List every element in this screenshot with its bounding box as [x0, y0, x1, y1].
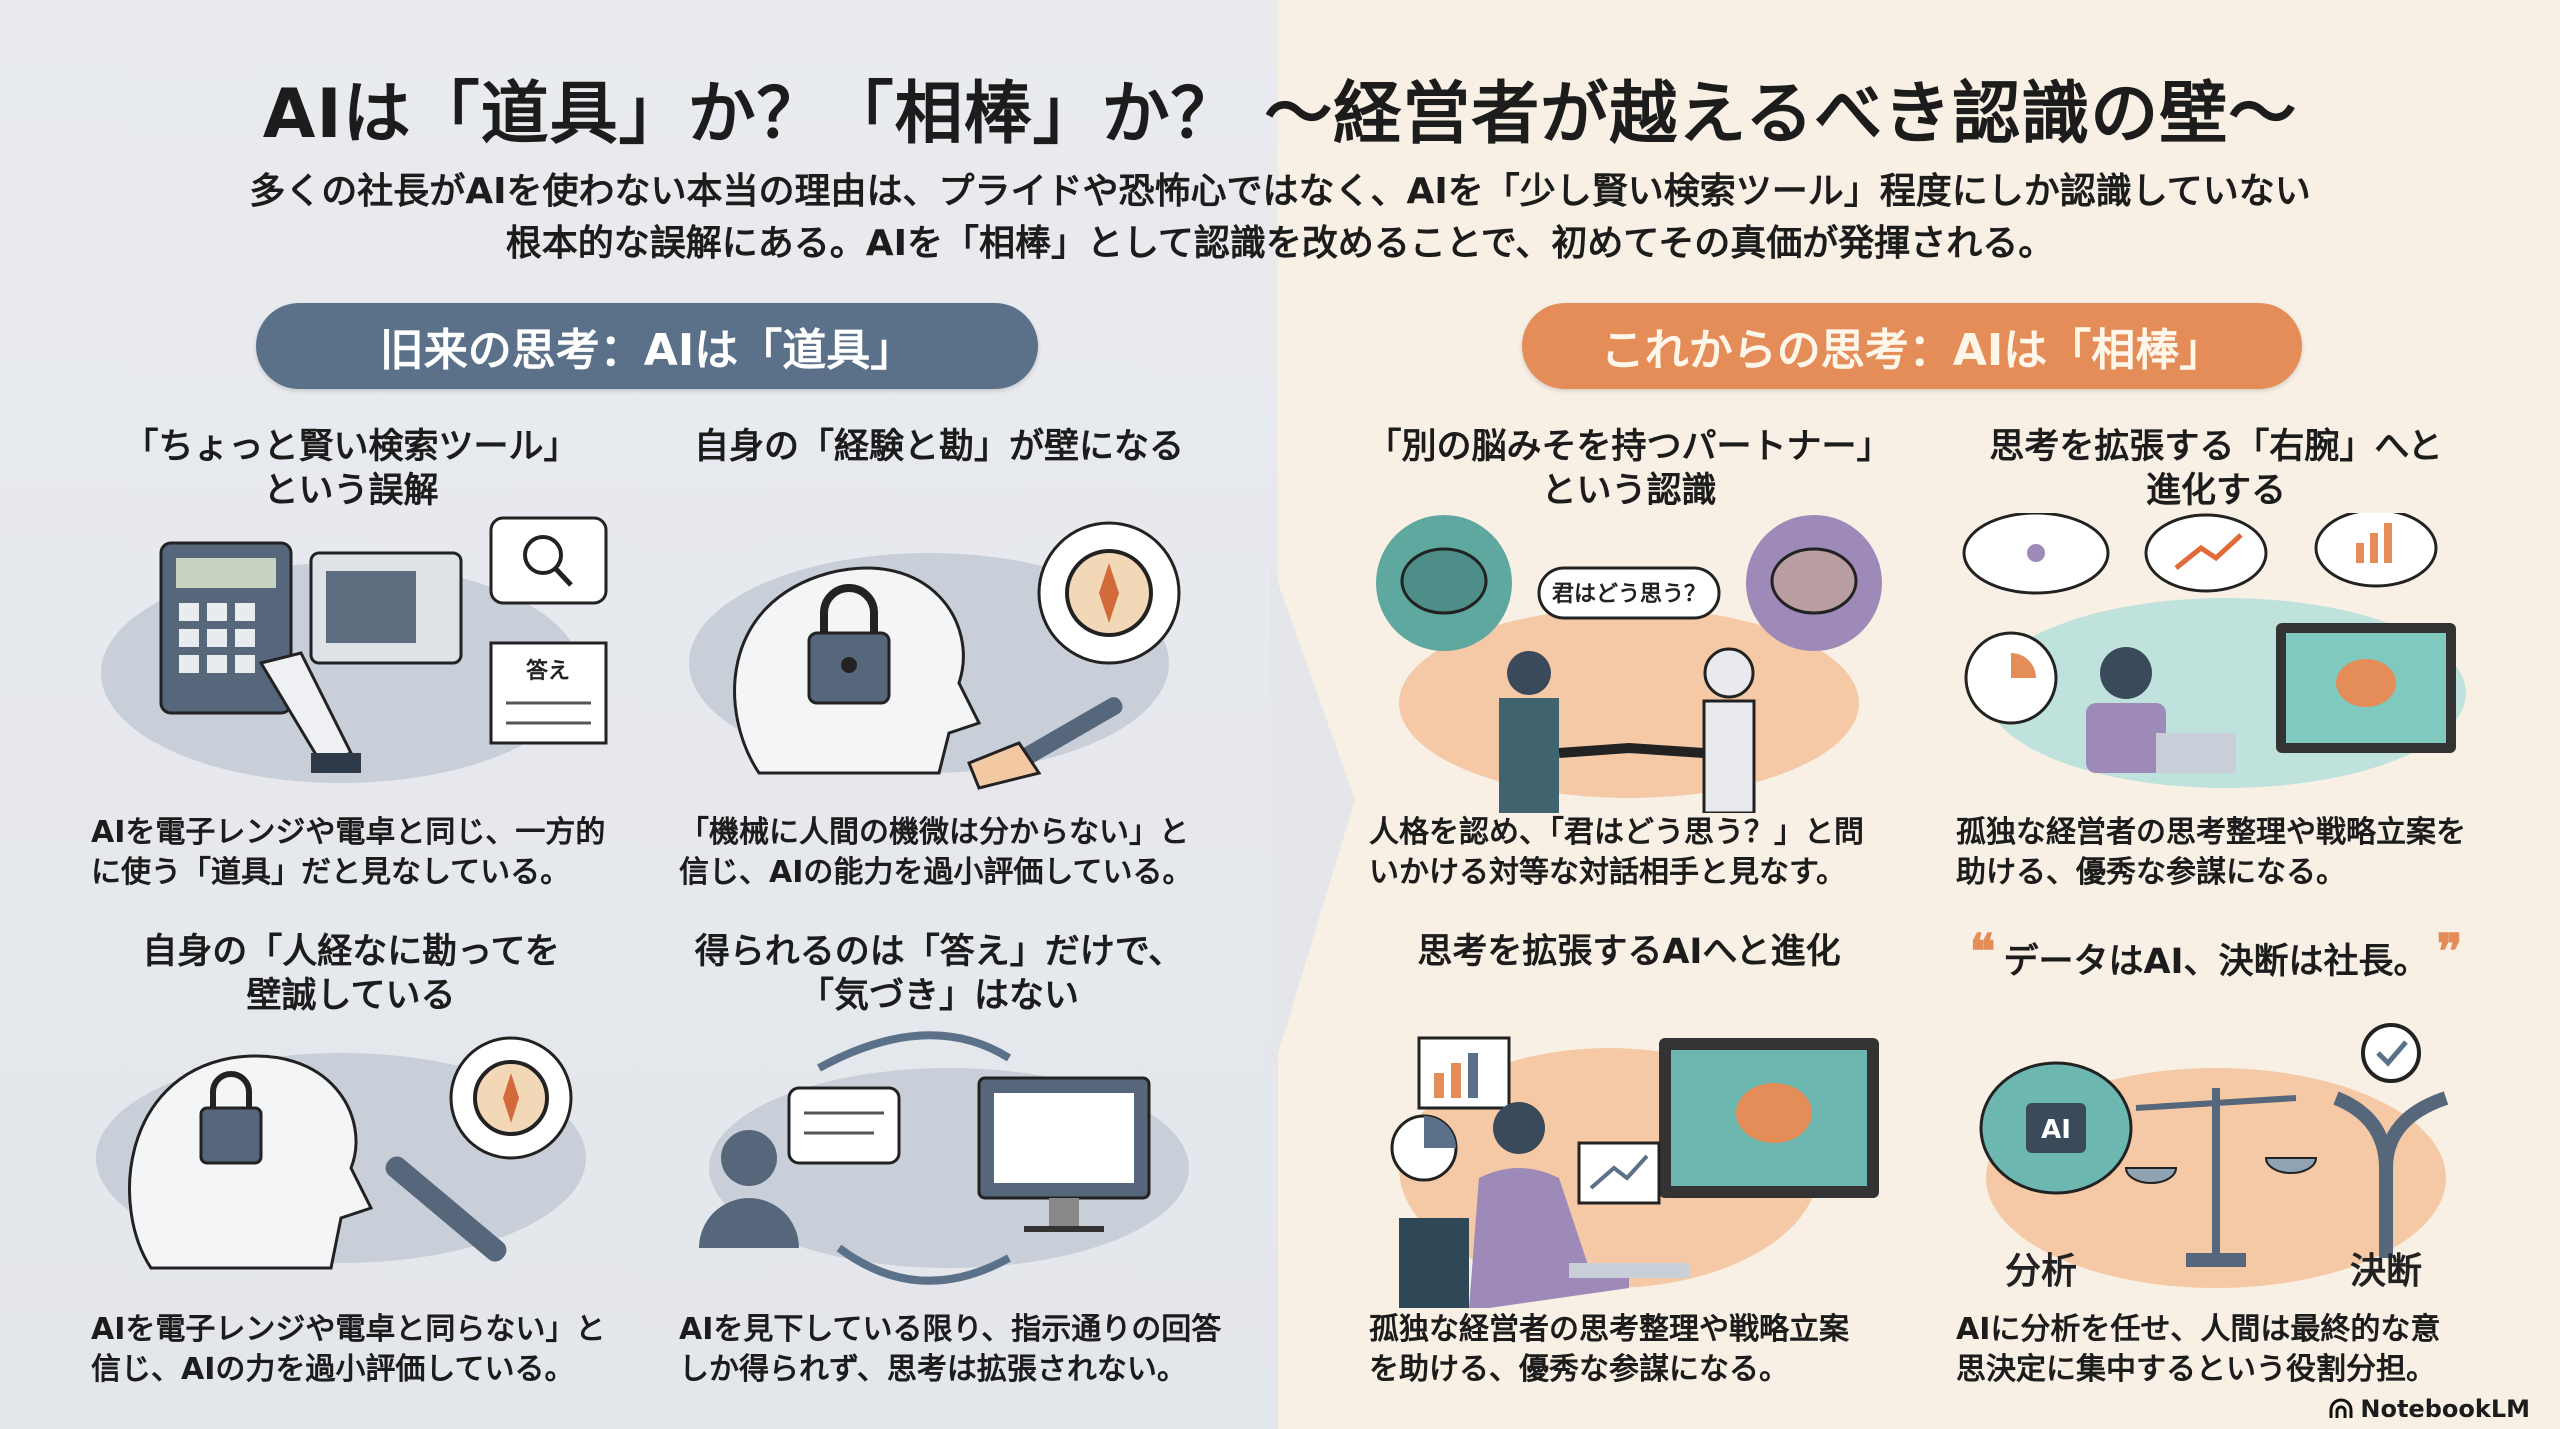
- notebooklm-logo: NotebookLM: [2328, 1395, 2530, 1423]
- card-title: 得られるのは「答え」だけで、: [694, 932, 1184, 972]
- microwave-icon: [309, 551, 463, 665]
- card-title: 自身の「人経なに勘ってを: [142, 932, 560, 972]
- card-title: 進化する: [2145, 471, 2286, 511]
- chat-bubble-icon: [787, 1086, 901, 1165]
- trend-bubble-icon: [2144, 513, 2268, 593]
- card-title: 思考を拡張する「右腕」へと: [1989, 427, 2443, 467]
- card-title: 自身の「経験と勘」が壁になる: [693, 427, 1184, 467]
- calculator-microwave-illustration: 答え: [101, 516, 608, 783]
- search-bubble-icon: [489, 516, 608, 605]
- svg-text:AI: AI: [2041, 1115, 2071, 1145]
- cycle-arrow-icon: [817, 1031, 1012, 1072]
- card-title: データはAI、決断は社長。: [2003, 942, 2429, 982]
- analysis-decision-illustration: AI 分析 決断: [1979, 1023, 2449, 1292]
- wrench-icon: [385, 1156, 507, 1262]
- subtitle-line-1: 多くの社長がAIを使わない本当の理由は、プライドや恐怖心ではなく、AIを「少し賢…: [249, 171, 2311, 212]
- card-description: 孤独な経営者の思考整理や戦略立案: [1369, 1312, 1849, 1347]
- person-icon: [699, 1130, 799, 1248]
- page-title: AIは「道具」か？「相棒」か？ ～経営者が越えるべき認識の壁～: [262, 75, 2298, 154]
- screen-brain-icon: [1659, 1038, 1879, 1198]
- card-description: 孤独な経営者の思考整理や戦略立案を: [1956, 815, 2466, 850]
- answer-note-icon: 答え: [489, 641, 608, 745]
- card-description: いかける対等な対話相手と見なす。: [1369, 855, 1846, 890]
- quote-close-icon: ❞: [2436, 924, 2463, 980]
- card-title: 「気づき」はない: [798, 976, 1079, 1016]
- old-card-search-tool: 「ちょっと賢い検索ツール」という誤解 答え AIを電子レンジや電卓と同じ、一方的…: [61, 425, 641, 893]
- card-description: 信じ、AIの能力を過小評価している。: [679, 855, 1193, 890]
- notebooklm-icon: [2329, 1398, 2353, 1418]
- svg-text:答え: 答え: [526, 658, 570, 684]
- compass-icon: [1037, 521, 1181, 665]
- card-description: を助ける、優秀な参謀になる。: [1369, 1352, 1789, 1387]
- old-card-answers-only: 得られるのは「答え」だけで、「気づき」はない AIを見下している限り、指示通りの…: [649, 930, 1229, 1390]
- mindmap-bubble-icon: [1962, 513, 2110, 595]
- compass-icon: [449, 1036, 573, 1160]
- person-monitor-illustration: [699, 1031, 1189, 1285]
- brand-name: NotebookLM: [2360, 1395, 2530, 1423]
- ai-brain-icon: [1746, 515, 1882, 651]
- card-description: しか得られず、思考は拡張されない。: [679, 1352, 1187, 1387]
- new-card-evolve: 思考を拡張するAIへと進化 孤独な経営者の思考整理や戦略立案を助ける、優秀な参謀…: [1339, 930, 1919, 1390]
- card-description: に使う「道具」だと見なしている。: [91, 855, 571, 890]
- card-description: 「機械に人間の機微は分からない」と: [679, 815, 1189, 850]
- subtitle-line-2: 根本的な誤解にある。AIを「相棒」として認識を改めることで、初めてその真価が発揮…: [505, 223, 2055, 264]
- calculator-icon: [159, 541, 293, 715]
- old-card-experience-wall: 自身の「経験と勘」が壁になる 「機械に人間の機微は分からない」と信じ、AIの能力…: [649, 425, 1229, 893]
- bar-chart-icon: [1417, 1036, 1511, 1110]
- new-card-partner: 「別の脳みそを持つパートナー」という認識 君はどう思う？ 人格を認め、「君はどう…: [1339, 425, 1919, 893]
- card-description: 助ける、優秀な参謀になる。: [1956, 855, 2346, 890]
- trend-card-icon: [1577, 1141, 1661, 1205]
- robot-icon: [1702, 647, 1756, 813]
- card-description: 思決定に集中するという役割分担。: [1956, 1352, 2436, 1387]
- card-description: AIに分析を任せ、人間は最終的な意: [1956, 1312, 2441, 1347]
- card-title: 「ちょっと賢い検索ツール」: [123, 427, 579, 467]
- card-title: 思考を拡張するAIへと進化: [1417, 932, 1841, 972]
- card-description: AIを電子レンジや電卓と同らない」と: [91, 1312, 606, 1347]
- new-card-right-hand: 思考を拡張する「右腕」へと進化する 孤独な経営者の思考整理や戦略立案を助ける、優…: [1926, 425, 2506, 893]
- pie-bubble-icon: [1964, 631, 2058, 725]
- question-bubble: 君はどう思う？: [1537, 566, 1721, 620]
- card-title: 「別の脳みそを持つパートナー」: [1366, 427, 1892, 467]
- svg-text:君はどう思う？: 君はどう思う？: [1552, 582, 1706, 607]
- person-laptop-icon: [2086, 647, 2236, 773]
- cycle-arrow-icon: [836, 1244, 1011, 1285]
- old-thinking-label: 旧来の思考：AIは「道具」: [256, 303, 1038, 389]
- head-lock-wrench-illustration: [96, 1036, 586, 1270]
- transition-arrow: [1270, 560, 1355, 1080]
- card-title: という誤解: [263, 471, 439, 511]
- card-title: 壁誠している: [246, 976, 456, 1016]
- analysis-label: 分析: [2005, 1251, 2077, 1292]
- scale-icon: [2124, 1088, 2318, 1267]
- lock-icon: [199, 1071, 263, 1165]
- handshake-illustration: 君はどう思う？: [1376, 515, 1882, 813]
- businessman-icon: [1399, 1102, 1689, 1308]
- new-card-data-decision: ❝ データはAI、決断は社長。 ❞ AI 分析 決断 AIに分析を任せ、人間は最…: [1926, 924, 2506, 1390]
- handshake-icon: [1558, 742, 1705, 758]
- quote-open-icon: ❝: [1969, 924, 1996, 980]
- fork-arrows-icon: [2333, 1023, 2449, 1258]
- card-description: AIを電子レンジや電卓と同じ、一方的: [91, 815, 606, 850]
- thinking-expansion-illustration: [1962, 513, 2466, 788]
- card-title: という認識: [1541, 471, 1717, 511]
- chart-bubble-icon: [2314, 513, 2438, 588]
- ai-brain-chip-icon: AI: [1979, 1061, 2133, 1195]
- card-description: 人格を認め、「君はどう思う？」と問: [1369, 815, 1864, 850]
- wrench-icon: [967, 697, 1123, 790]
- decision-label: 決断: [2350, 1251, 2422, 1292]
- card-description: AIを見下している限り、指示通りの回答: [679, 1312, 1222, 1347]
- businessman-icon: [1499, 651, 1559, 813]
- new-thinking-label: これからの思考：AIは「相棒」: [1522, 303, 2302, 389]
- card-description: 信じ、AIの力を過小評価している。: [91, 1352, 575, 1387]
- ai-collaboration-illustration: [1390, 1036, 1879, 1308]
- monitor-ai-icon: [2276, 623, 2456, 753]
- head-lock-illustration: [689, 521, 1181, 790]
- old-card-self-awareness: 自身の「人経なに勘ってを壁誠している AIを電子レンジや電卓と同らない」と信じ、…: [61, 930, 641, 1390]
- human-brain-icon: [1376, 515, 1512, 651]
- lock-icon: [807, 584, 891, 705]
- robot-hand-icon: [258, 651, 361, 773]
- pie-chart-icon: [1390, 1114, 1458, 1182]
- monitor-icon: [977, 1076, 1151, 1232]
